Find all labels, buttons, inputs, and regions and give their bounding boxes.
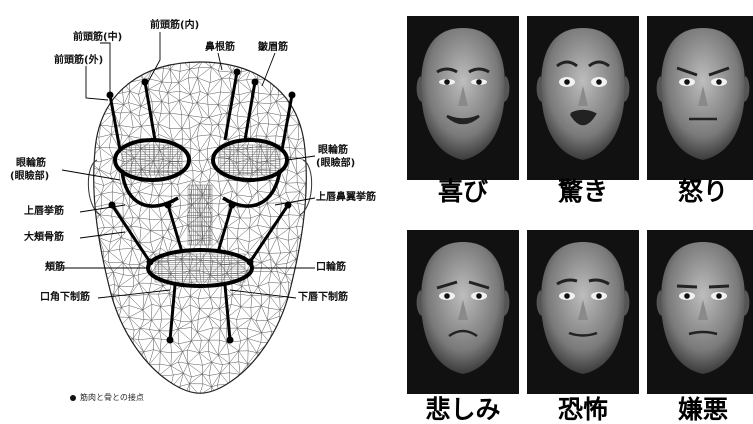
- pupil: [444, 293, 450, 299]
- leader-line: [86, 66, 108, 100]
- label-levator-labii-alaeque: 上唇鼻翼挙筋: [316, 192, 376, 203]
- pupil: [716, 79, 722, 85]
- caption-anger: 怒り: [643, 178, 753, 206]
- caption-sad: 悲しみ: [403, 396, 523, 424]
- leader-line: [218, 53, 222, 70]
- attachment-point: [227, 337, 234, 344]
- caption-surprise: 驚き: [523, 178, 643, 206]
- label-frontalis-inner: 前頭筋(内): [150, 20, 199, 31]
- face-mesh: [89, 55, 311, 401]
- face-render: [407, 230, 519, 394]
- label-orbicularis-oris: 口輪筋: [316, 262, 346, 273]
- pupil: [596, 79, 602, 85]
- attachment-point: [142, 79, 149, 86]
- attachment-point: [234, 69, 241, 76]
- pupil: [684, 79, 690, 85]
- face-image-fear: [527, 230, 639, 394]
- face-render: [407, 16, 519, 180]
- pupil: [596, 293, 602, 299]
- corrugator-muscle: [225, 72, 237, 140]
- pupil: [684, 293, 690, 299]
- attachment-point: [167, 337, 174, 344]
- pupil: [564, 79, 570, 85]
- mesh-lines: [89, 55, 311, 401]
- face-render: [527, 16, 639, 180]
- leader-line: [80, 232, 125, 238]
- footnote: 筋肉と骨との接点: [70, 392, 144, 403]
- label-orbicularis-oculi-left: 眼輪筋: [16, 158, 46, 169]
- attachment-point: [252, 79, 259, 86]
- zygomaticus-left-muscle: [112, 205, 150, 262]
- pupil: [564, 293, 570, 299]
- face-render: [647, 230, 753, 394]
- attachment-point: [165, 202, 172, 209]
- face-render: [527, 230, 639, 394]
- face-render: [647, 16, 753, 180]
- attachment-point: [229, 202, 236, 209]
- caption-disgust: 嫌悪: [643, 396, 753, 424]
- footnote-text: 筋肉と骨との接点: [80, 393, 144, 402]
- attachment-point: [147, 259, 154, 266]
- leader-line: [230, 290, 296, 298]
- attachment-point: [289, 92, 296, 99]
- depressor-left-muscle: [170, 285, 175, 340]
- label-corrugator: 皺眉筋: [258, 42, 288, 53]
- label-orbicularis-oculi-right-sub: (眼瞼部): [316, 158, 355, 169]
- leader-line: [100, 43, 110, 95]
- levator-right-muscle: [218, 205, 232, 252]
- label-depressor-anguli: 口角下制筋: [40, 292, 90, 303]
- label-zygomaticus-major: 大頬骨筋: [24, 232, 64, 243]
- label-orbicularis-oculi-left-sub: (眼瞼部): [10, 171, 49, 182]
- pupil: [476, 293, 482, 299]
- depressor-right-muscle: [225, 285, 230, 340]
- pupil: [476, 79, 482, 85]
- face-image-anger: [647, 16, 753, 180]
- caption-fear: 恐怖: [523, 396, 643, 424]
- label-frontalis-outer: 前頭筋(外): [54, 55, 103, 66]
- frontalis-right-muscle: [282, 95, 292, 150]
- pupil: [716, 293, 722, 299]
- face-image-happy: [407, 16, 519, 180]
- face-image-sad: [407, 230, 519, 394]
- left-brow: [677, 286, 697, 287]
- right-brow: [709, 286, 729, 287]
- caption-happy: 喜び: [403, 178, 523, 206]
- attachment-point: [247, 259, 254, 266]
- label-buccinator: 頬筋: [45, 262, 65, 273]
- face-image-surprise: [527, 16, 639, 180]
- label-frontalis-middle: 前頭筋(中): [73, 32, 122, 43]
- label-depressor-labii: 下唇下制筋: [298, 292, 348, 303]
- leader-line: [62, 170, 120, 180]
- pupil: [444, 79, 450, 85]
- label-orbicularis-oculi-right: 眼輪筋: [318, 145, 348, 156]
- label-levator-labii: 上唇挙筋: [24, 206, 64, 217]
- attachment-point-legend-icon: [70, 395, 76, 401]
- face-image-disgust: [647, 230, 753, 394]
- label-nasalis: 鼻根筋: [205, 42, 235, 53]
